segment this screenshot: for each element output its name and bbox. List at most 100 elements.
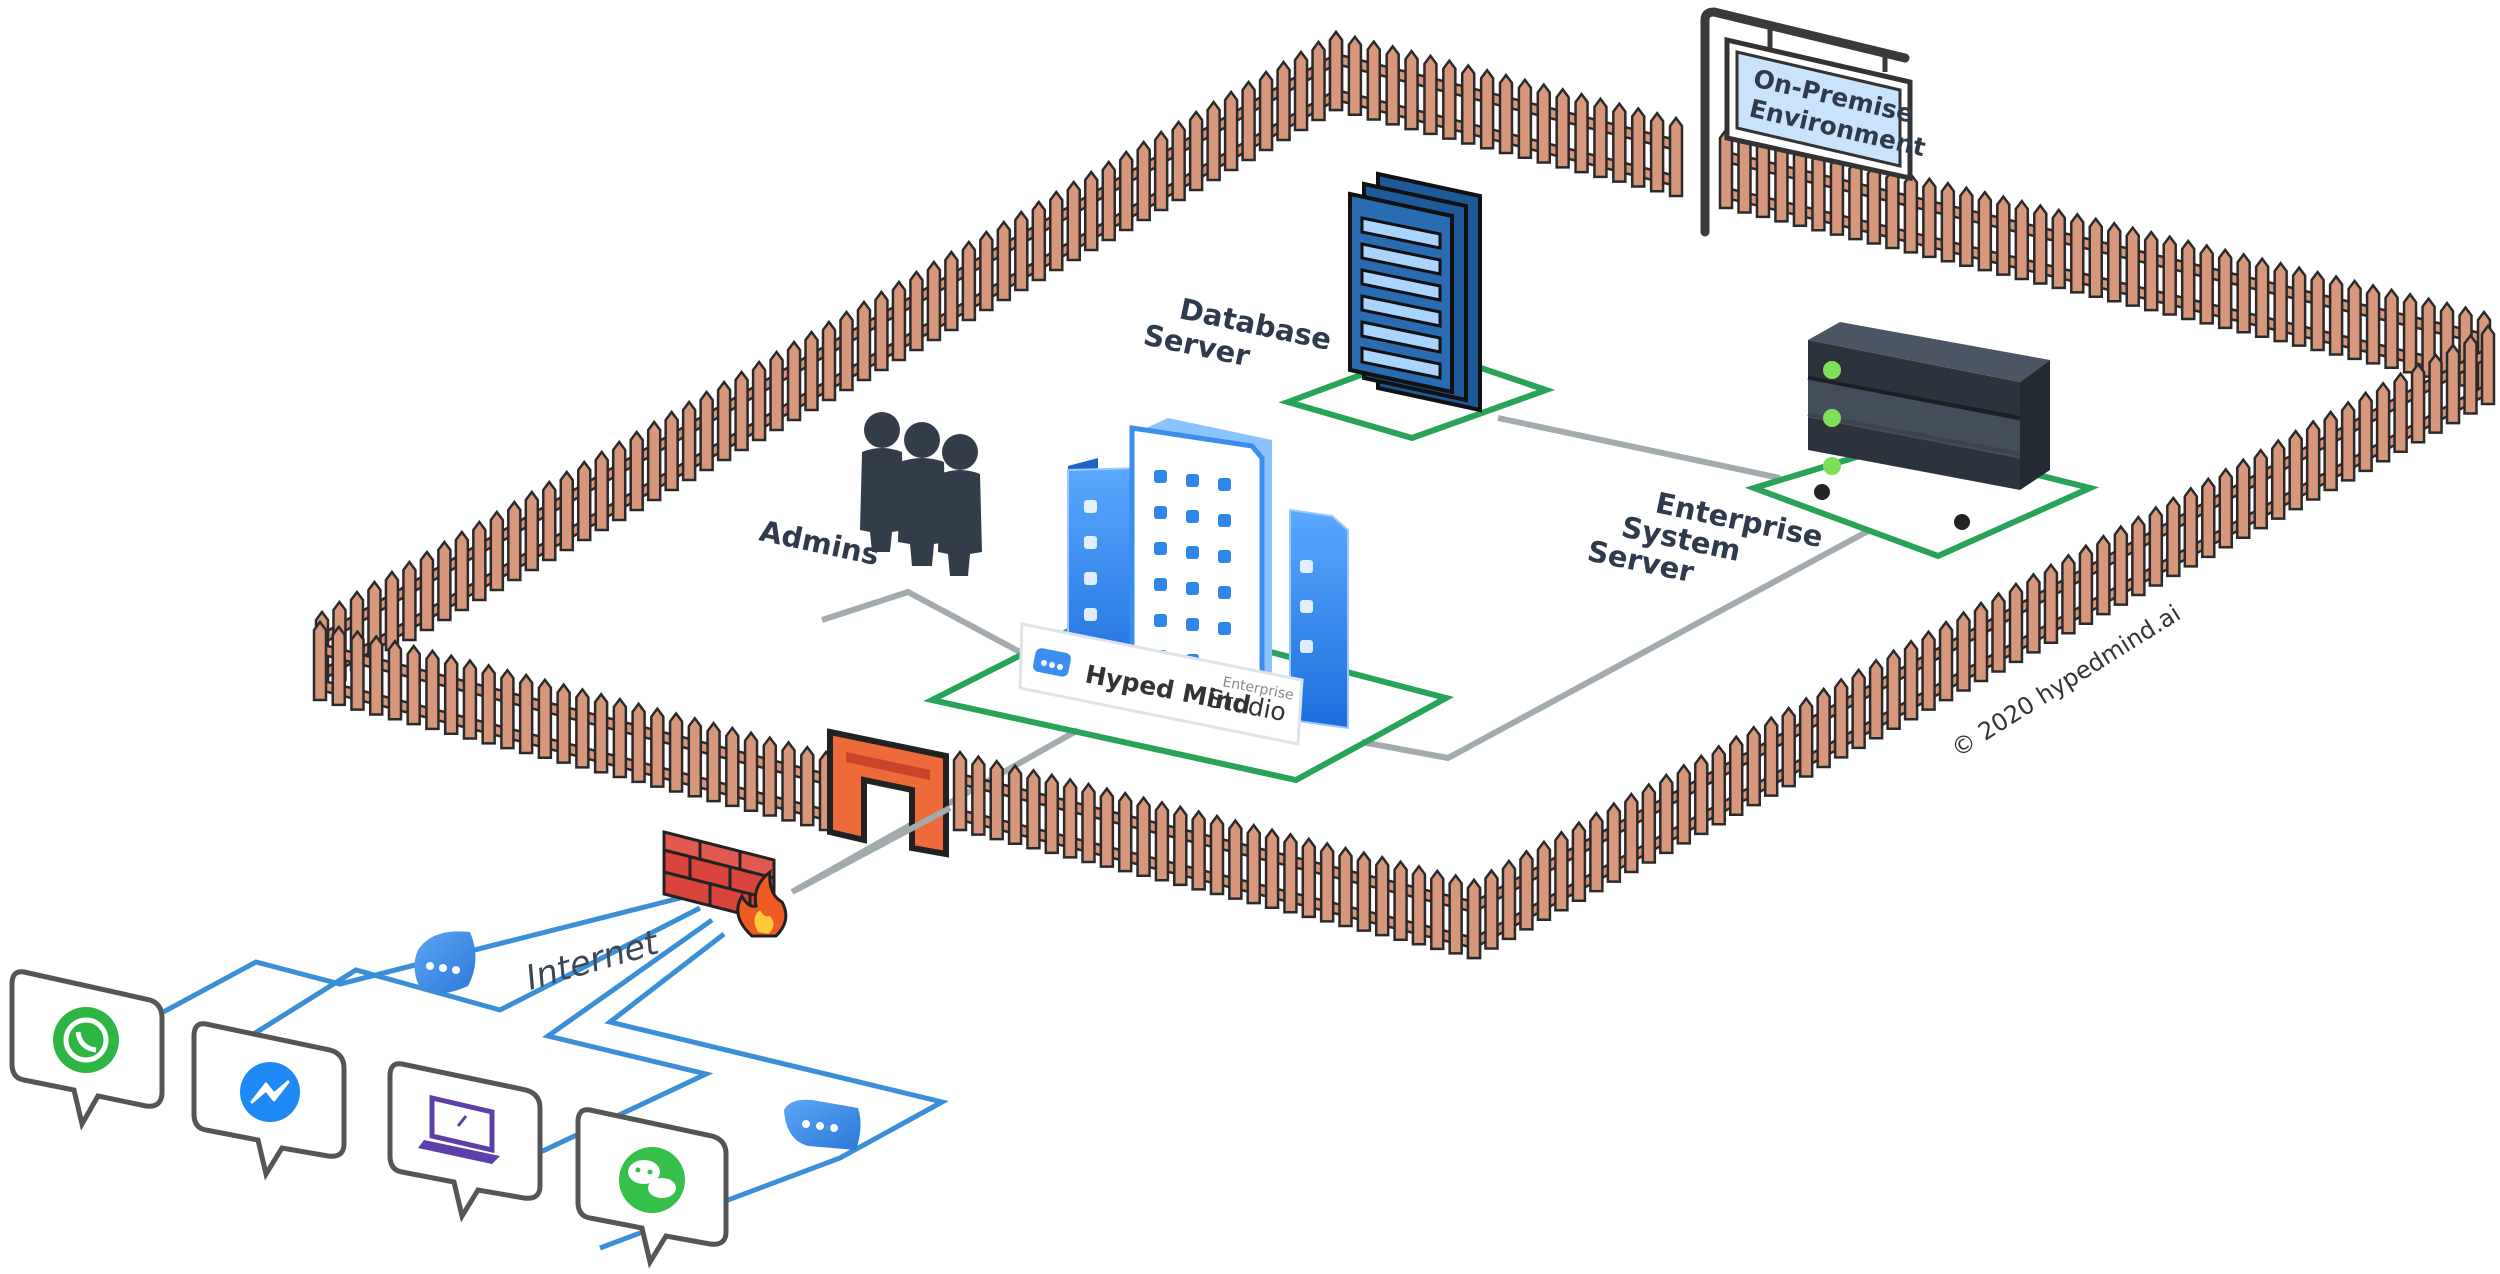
hyped-mind-studio-building (1067, 418, 1349, 730)
fence-picket (1886, 648, 1901, 731)
fence-picket (1792, 145, 1808, 228)
fence-picket (1347, 34, 1363, 117)
fence-picket (1938, 620, 1954, 702)
fence-picket (1258, 69, 1274, 152)
admins-icon (860, 412, 982, 576)
fence-picket (1903, 172, 1919, 254)
fence-picket (2463, 333, 2478, 415)
fence-picket (979, 229, 994, 312)
fence-picket (1833, 677, 1849, 759)
fence-picket (1026, 768, 1041, 850)
fence-picket (1996, 194, 2011, 276)
fence-picket (1209, 813, 1225, 896)
fence-picket (1956, 610, 1971, 692)
channel-whatsapp (9, 969, 165, 1131)
fence-picket (1031, 199, 1047, 282)
fence-picket (961, 239, 977, 322)
fence-picket (631, 701, 646, 784)
fence-picket (1612, 101, 1627, 183)
fence-picket (1868, 658, 1884, 740)
fence-picket (1498, 72, 1514, 155)
fence-picket (406, 643, 421, 726)
fence-picket (2043, 562, 2059, 645)
fence-picket (1099, 786, 1115, 868)
fence-picket (725, 725, 740, 808)
fence-picket (1191, 809, 1206, 891)
firewall-icon (662, 830, 788, 938)
fence-picket (1737, 132, 1752, 214)
fence-picket (1501, 858, 1517, 941)
fence-picket (559, 469, 575, 552)
fence-picket (1977, 190, 1993, 272)
fence-picket (2253, 448, 2268, 530)
fence-picket (1062, 777, 1078, 859)
fence-picket (425, 648, 440, 731)
fence-picket (2340, 400, 2356, 482)
fence-picket (1442, 58, 1457, 140)
fence-picket (1711, 744, 1727, 826)
fence-picket (2393, 371, 2408, 454)
fence-picket (1774, 141, 1789, 223)
fence-picket (312, 619, 328, 702)
fence-picket (800, 745, 815, 827)
fence-picket (1206, 99, 1221, 182)
channel-messenger (191, 1021, 347, 1181)
fence-picket (1188, 109, 1204, 192)
fence-picket (2051, 207, 2067, 290)
fence-picket (839, 309, 854, 392)
fence-picket (1430, 868, 1445, 951)
fence-picket (1171, 119, 1186, 202)
fence-picket (1423, 53, 1438, 136)
fence-picket (1411, 864, 1427, 946)
fence-picket (350, 629, 365, 711)
fence-picket (1903, 639, 1919, 721)
fence-picket (1101, 159, 1116, 242)
fence-picket (2201, 476, 2216, 559)
fence-picket (2106, 221, 2122, 303)
fence-picket (1536, 82, 1552, 164)
fence-picket (2375, 381, 2391, 463)
fence-picket (1885, 167, 1900, 250)
fence-front-left (312, 619, 834, 832)
fence-picket (1479, 68, 1495, 150)
fence-picket (1781, 705, 1796, 788)
fence-picket (1973, 600, 1989, 683)
fence-picket (650, 706, 665, 788)
fence-picket (1466, 877, 1482, 960)
fence-picket (1676, 763, 1692, 845)
fence-picket (594, 449, 609, 532)
fence-picket (1746, 725, 1761, 807)
fence-picket (1241, 79, 1256, 162)
fence-picket (1624, 791, 1639, 874)
fence-picket (2384, 287, 2399, 370)
fence-picket (1228, 818, 1243, 900)
fence-picket (2236, 252, 2251, 334)
fence-picket (2096, 534, 2111, 616)
fence-picket (481, 663, 496, 745)
fence-picket (1385, 44, 1400, 126)
fence-picket (2328, 274, 2344, 356)
fence-picket (1448, 873, 1463, 955)
firewall-connector (794, 805, 952, 893)
fence-picket (1763, 715, 1779, 797)
fence-picket (769, 349, 784, 432)
fence-picket (331, 624, 346, 707)
fence-picket (2291, 265, 2307, 347)
fence-picket (2323, 409, 2338, 492)
on-premise-sign: On-Premise Environment (1700, 7, 1928, 237)
fence-picket (454, 529, 470, 612)
fence-picket (2180, 238, 2196, 321)
fence-picket (1328, 29, 1344, 112)
fence-picket (1991, 591, 2006, 673)
fence-picket (629, 429, 644, 512)
chat-logo-icon (1033, 648, 1071, 677)
fence-picket (1276, 59, 1291, 142)
fence-picket (489, 509, 505, 592)
fence-picket (1517, 77, 1533, 160)
fence-picket (2358, 390, 2373, 473)
fence-picket (1153, 129, 1169, 212)
fence-picket (384, 569, 400, 652)
fence-picket (1118, 149, 1134, 232)
fence-picket (2143, 230, 2159, 312)
